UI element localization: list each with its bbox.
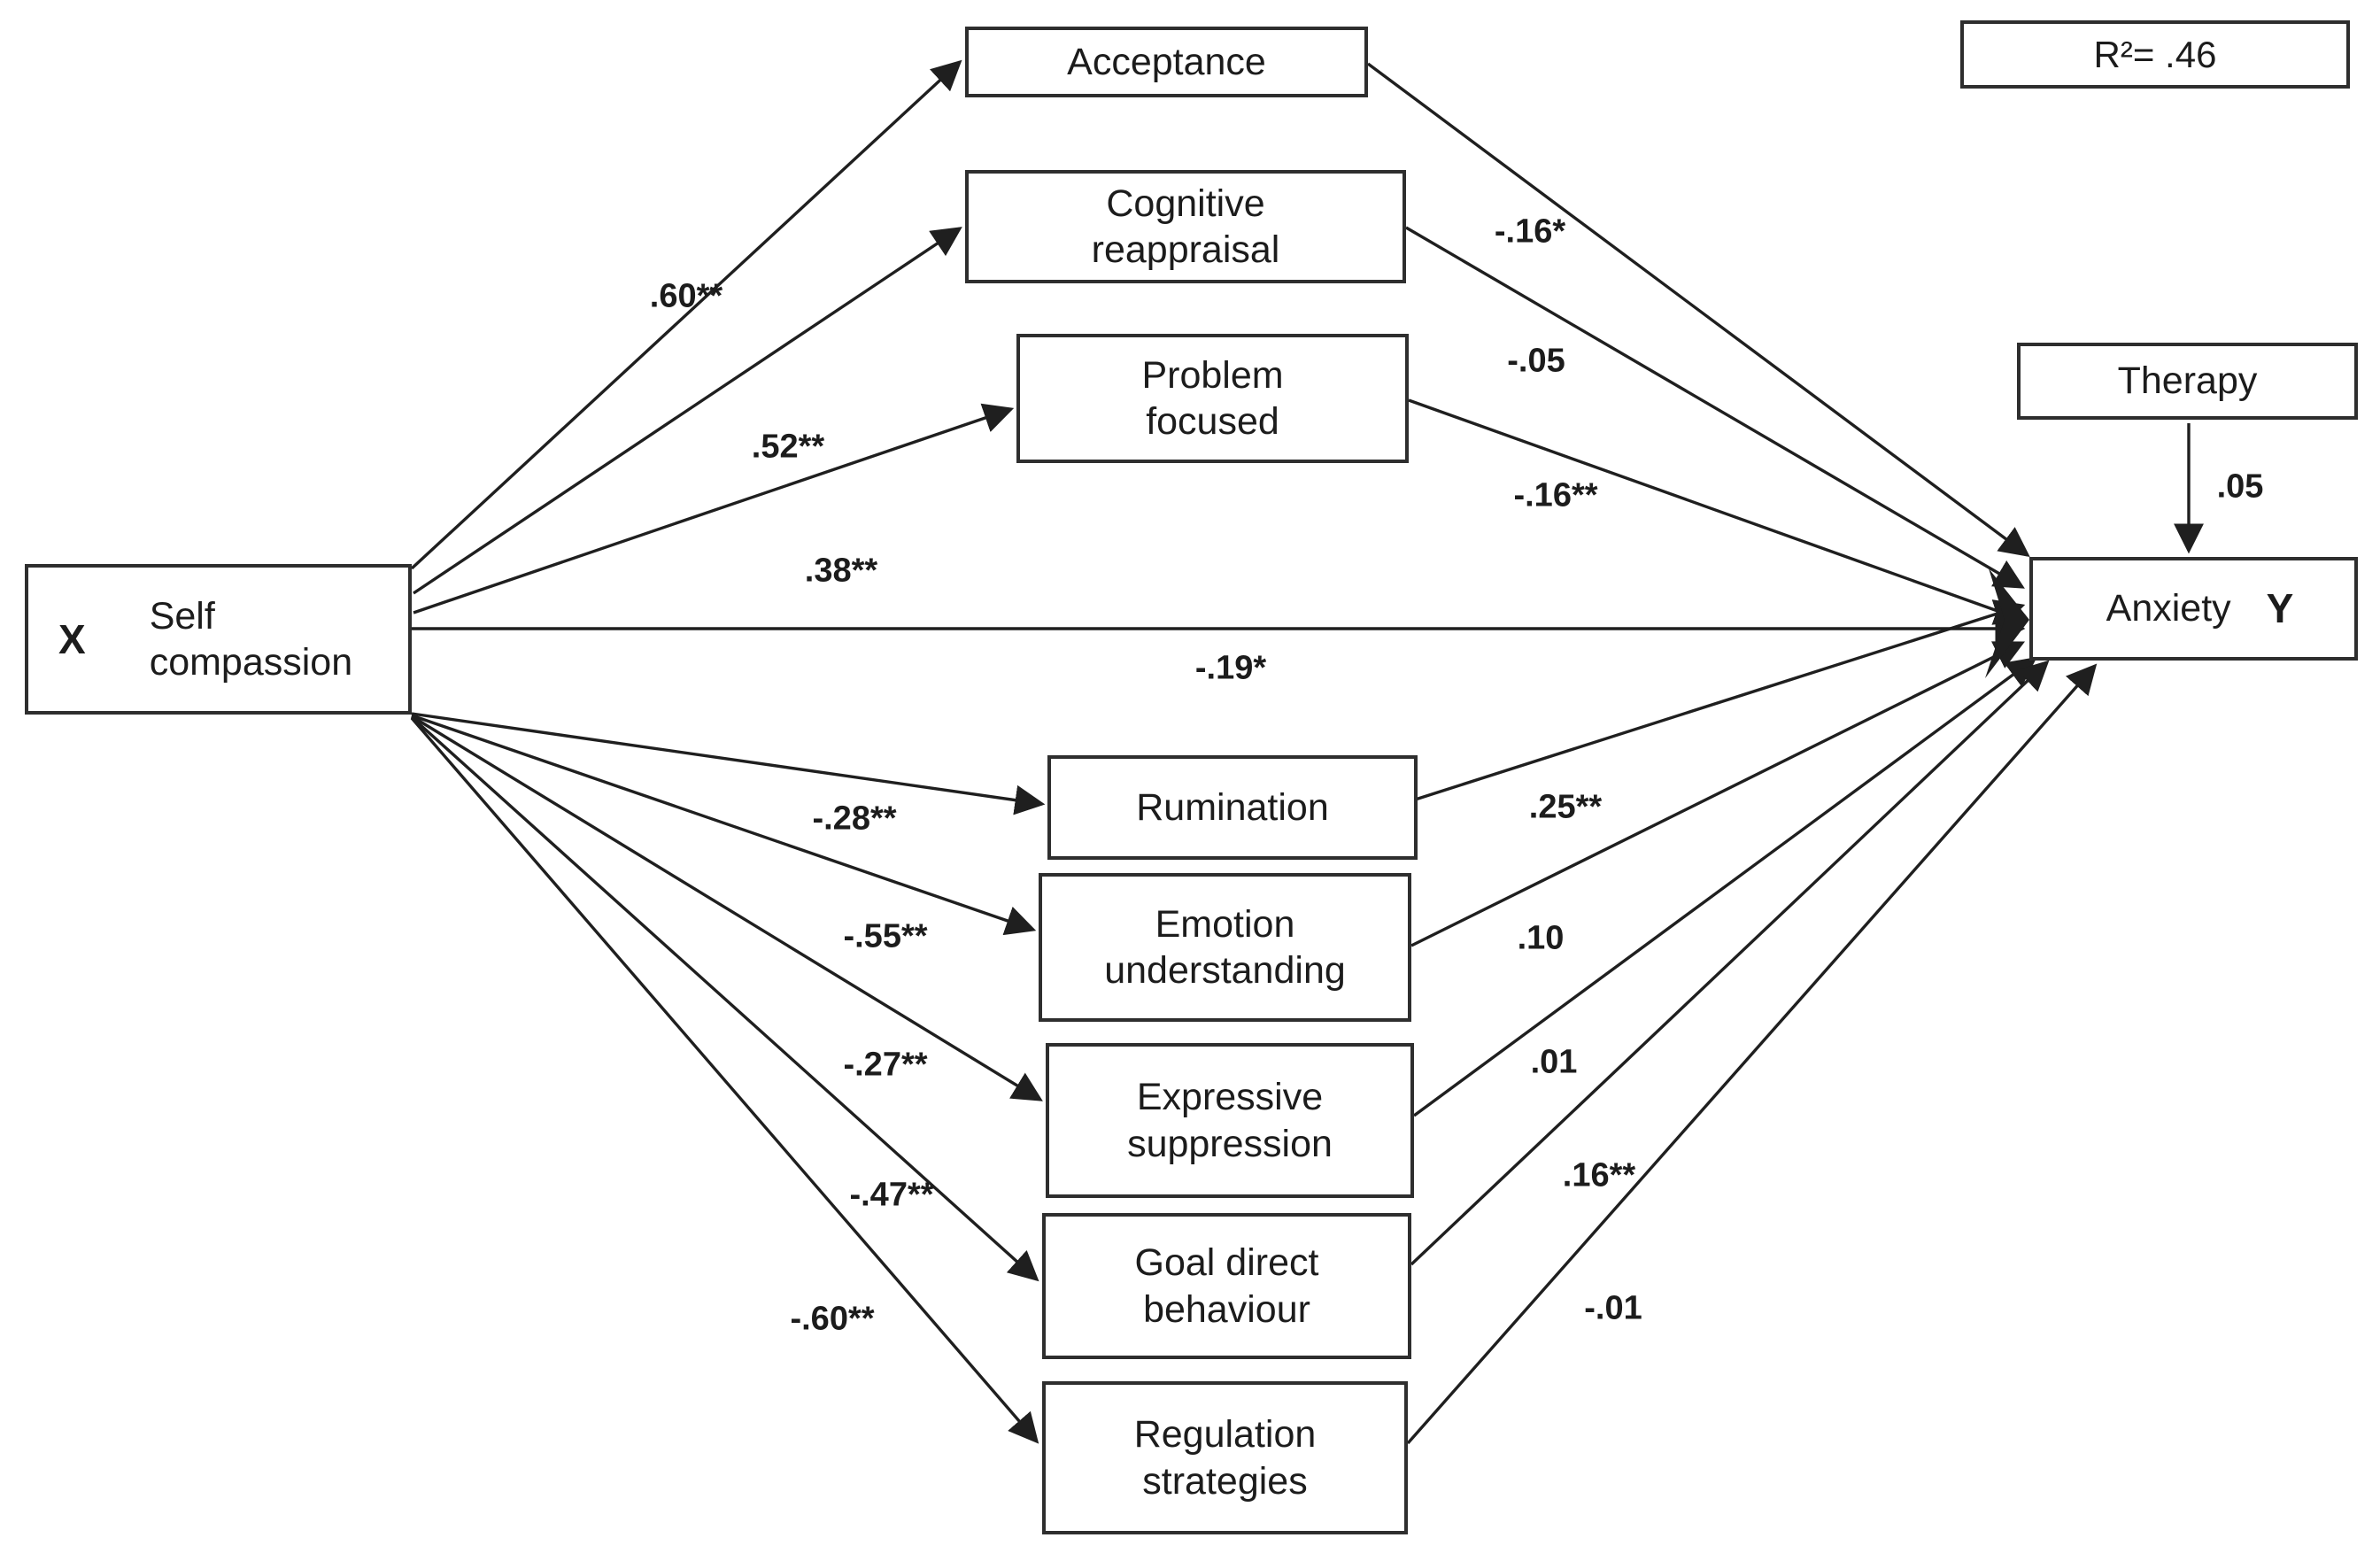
outcome-label: Anxiety xyxy=(2106,587,2231,630)
mediator-label: Emotion understanding xyxy=(1104,902,1346,992)
outcome-variable-tag: Y xyxy=(2266,585,2294,632)
path-self-to-cognitive xyxy=(413,227,962,595)
node-rumination: Rumination xyxy=(1047,755,1418,860)
coef-emotion-anxiety: .10 xyxy=(1517,919,1565,957)
coef-expressive-anxiety: .01 xyxy=(1530,1043,1578,1081)
path-emotion-to-anxiety xyxy=(1410,641,2026,947)
coef-acceptance-anxiety: -.16* xyxy=(1494,213,1566,251)
mediator-label: Expressive suppression xyxy=(1127,1076,1333,1165)
coef-self-regulation: -.60** xyxy=(790,1300,875,1338)
path-self-to-emotion xyxy=(411,714,1037,936)
node-goal-direct-behaviour: Goal direct behaviour xyxy=(1042,1213,1411,1359)
node-anxiety: Anxiety Y xyxy=(2029,557,2358,661)
path-problem-to-anxiety xyxy=(1408,398,2026,625)
coef-rumination-anxiety: .25** xyxy=(1528,788,1603,826)
node-self-compassion: X Self compassion xyxy=(25,564,412,715)
r-squared-box: R²= .46 xyxy=(1960,20,2350,89)
predictor-variable-tag: X xyxy=(58,615,86,662)
node-acceptance: Acceptance xyxy=(965,27,1368,97)
path-expressive-to-anxiety xyxy=(1412,656,2037,1117)
coef-self-goal: -.47** xyxy=(849,1176,934,1214)
node-cognitive-reappraisal: Cognitive reappraisal xyxy=(965,170,1406,283)
path-self-to-expressive xyxy=(411,715,1043,1101)
coef-regulation-anxiety: -.01 xyxy=(1584,1289,1642,1327)
path-self-to-goal xyxy=(410,715,1039,1282)
coef-self-rumination: -.28** xyxy=(812,800,897,838)
coef-therapy-anxiety: .05 xyxy=(2216,468,2264,506)
arrowhead-cluster-blob xyxy=(1985,568,2029,678)
path-cognitive-to-anxiety xyxy=(1405,226,2025,589)
path-goal-to-anxiety xyxy=(1410,660,2050,1266)
coef-direct-effect: -.19* xyxy=(1194,649,1267,687)
path-acceptance-to-anxiety xyxy=(1366,62,2030,558)
r-squared-label: R²= .46 xyxy=(2093,33,2217,75)
path-self-to-problem xyxy=(413,403,1015,614)
coef-cognitive-anxiety: -.05 xyxy=(1507,342,1565,380)
path-self-to-rumination xyxy=(411,712,1046,815)
coef-self-expressive: -.27** xyxy=(843,1046,928,1084)
coef-self-emotion: -.55** xyxy=(843,917,928,955)
node-therapy: Therapy xyxy=(2017,343,2358,420)
mediator-label: Goal direct behaviour xyxy=(1134,1241,1319,1331)
mediator-label: Regulation strategies xyxy=(1133,1413,1317,1503)
mediator-label: Rumination xyxy=(1136,785,1329,829)
node-problem-focused: Problem focused xyxy=(1016,334,1409,463)
node-expressive-suppression: Expressive suppression xyxy=(1046,1043,1414,1198)
predictor-label: Self compassion xyxy=(149,594,353,684)
mediator-label: Acceptance xyxy=(1067,40,1266,83)
path-self-to-regulation xyxy=(410,716,1039,1444)
mediator-label: Cognitive reappraisal xyxy=(1091,182,1280,271)
node-emotion-understanding: Emotion understanding xyxy=(1039,873,1411,1022)
path-rumination-to-anxiety xyxy=(1406,599,2026,804)
coef-self-problem: .38** xyxy=(804,552,878,590)
path-self-to-acceptance xyxy=(410,59,962,570)
coef-self-acceptance: .60** xyxy=(649,277,723,315)
coef-goal-anxiety: .16** xyxy=(1562,1156,1636,1194)
mediator-label: Problem focused xyxy=(1141,353,1284,443)
coef-self-cognitive: .52** xyxy=(751,428,825,466)
path-regulation-to-anxiety xyxy=(1406,663,2098,1445)
covariate-label: Therapy xyxy=(2117,359,2258,403)
coef-problem-anxiety: -.16** xyxy=(1513,476,1598,514)
node-regulation-strategies: Regulation strategies xyxy=(1042,1381,1408,1534)
